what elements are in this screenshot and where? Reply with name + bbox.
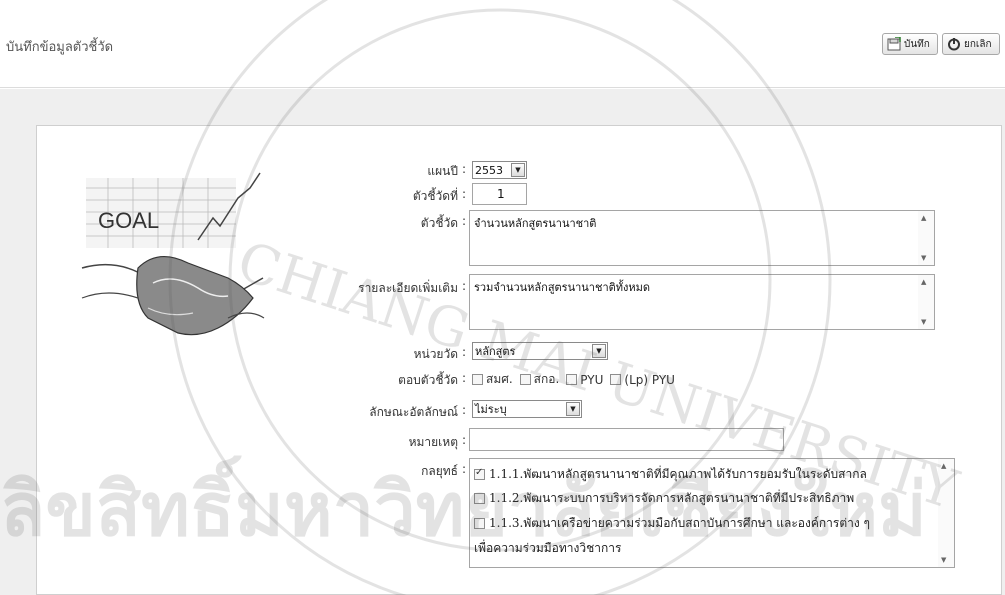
indicator-label: ตัวชี้วัด	[420, 216, 458, 230]
scroll-down-icon[interactable]: ▼	[921, 254, 927, 262]
strategy-label: กลยุทธ์	[421, 464, 458, 478]
chevron-down-icon: ▼	[511, 163, 525, 177]
checkbox-pyu[interactable]	[566, 374, 578, 385]
checkbox-onesqa[interactable]	[472, 374, 483, 385]
plan-year-value: 2553	[475, 163, 503, 177]
strategy-item[interactable]: 1.1.2.พัฒนาระบบการบริหารจัดการหลักสูตรนา…	[474, 489, 854, 508]
scroll-up-icon[interactable]: ▲	[921, 214, 927, 222]
colon: :	[462, 462, 467, 476]
goal-text: GOAL	[98, 208, 159, 233]
details-label: รายละเอียดเพิ่มเติม	[358, 281, 458, 295]
colon: :	[462, 433, 467, 447]
unit-label: หน่วยวัด	[413, 347, 458, 361]
header-bar: บันทึกข้อมูลตัวชี้วัด บันทึก ยกเลิก	[0, 0, 1005, 88]
scrollbar[interactable]: ▲ ▼	[938, 459, 954, 567]
scroll-up-icon[interactable]: ▲	[941, 462, 947, 470]
indicator-no-label: ตัวชี้วัดที่	[412, 189, 458, 203]
plan-year-select[interactable]: 2553 ▼	[472, 161, 527, 179]
strategy-text-continuation: เพื่อความร่วมมือทางวิชาการ	[474, 541, 622, 555]
colon: :	[462, 371, 467, 385]
indicator-value: จำนวนหลักสูตรนานาชาติ	[474, 217, 597, 230]
checkbox-label: สมศ.	[486, 372, 513, 386]
unit-select[interactable]: หลักสูตร ▼	[472, 342, 608, 360]
strategy-item[interactable]: 1.1.3.พัฒนาเครือข่ายความร่วมมือกับสถาบัน…	[474, 514, 870, 533]
chevron-down-icon: ▼	[566, 402, 580, 416]
save-icon	[887, 37, 901, 51]
scrollbar[interactable]: ▲ ▼	[918, 211, 934, 265]
strategy-checkbox[interactable]	[474, 518, 485, 529]
colon: :	[462, 403, 467, 417]
character-select[interactable]: ไม่ระบุ ▼	[472, 400, 582, 418]
colon: :	[462, 162, 467, 176]
strategy-item[interactable]: 1.1.1.พัฒนาหลักสูตรนานาชาติที่มีคุณภาพได…	[474, 465, 867, 484]
cancel-label: ยกเลิก	[964, 38, 992, 50]
checkbox-lp-pyu[interactable]	[610, 374, 622, 385]
indicator-no-input[interactable]: 1	[472, 183, 527, 205]
chevron-down-icon: ▼	[592, 344, 606, 358]
character-value: ไม่ระบุ	[475, 403, 507, 416]
scroll-up-icon[interactable]: ▲	[921, 278, 927, 286]
note-label: หมายเหตุ	[408, 435, 458, 449]
character-label: ลักษณะอัตลักษณ์	[369, 405, 458, 419]
strategy-checkbox[interactable]	[474, 493, 485, 504]
details-value: รวมจำนวนหลักสูตรนานาชาติทั้งหมด	[474, 281, 651, 294]
indicator-textarea[interactable]: จำนวนหลักสูตรนานาชาติ ▲ ▼	[469, 210, 935, 266]
strategy-list[interactable]: 1.1.1.พัฒนาหลักสูตรนานาชาติที่มีคุณภาพได…	[469, 458, 955, 568]
responds-label: ตอบตัวชี้วัด	[398, 373, 458, 387]
scrollbar[interactable]: ▲ ▼	[918, 275, 934, 329]
details-textarea[interactable]: รวมจำนวนหลักสูตรนานาชาติทั้งหมด ▲ ▼	[469, 274, 935, 330]
save-button[interactable]: บันทึก	[882, 33, 938, 55]
cancel-button[interactable]: ยกเลิก	[942, 33, 1000, 55]
checkbox-ohec[interactable]	[519, 374, 531, 385]
goal-handshake-image: GOAL	[81, 172, 265, 336]
scroll-down-icon[interactable]: ▼	[921, 318, 927, 326]
strategy-text: 1.1.3.พัฒนาเครือข่ายความร่วมมือกับสถาบัน…	[489, 516, 870, 530]
checkbox-label: (Lp) PYU	[624, 372, 675, 387]
power-icon	[948, 38, 960, 51]
responds-checkbox-group: สมศ. สกอ. PYU (Lp) PYU	[472, 370, 675, 389]
strategy-checkbox[interactable]	[474, 467, 485, 480]
scroll-down-icon[interactable]: ▼	[941, 556, 947, 564]
checkbox-label: PYU	[580, 372, 604, 387]
strategy-text: 1.1.2.พัฒนาระบบการบริหารจัดการหลักสูตรนา…	[489, 491, 855, 505]
indicator-no-value: 1	[497, 187, 505, 201]
note-input[interactable]	[469, 428, 784, 451]
colon: :	[462, 214, 467, 228]
colon: :	[462, 345, 467, 359]
page-title: บันทึกข้อมูลตัวชี้วัด	[6, 40, 114, 55]
colon: :	[462, 279, 467, 293]
plan-year-label: แผนปี	[427, 164, 458, 178]
colon: :	[462, 187, 467, 201]
strategy-text: 1.1.1.พัฒนาหลักสูตรนานาชาติที่มีคุณภาพได…	[489, 467, 867, 481]
unit-value: หลักสูตร	[475, 345, 516, 358]
save-label: บันทึก	[904, 38, 930, 50]
checkbox-label: สกอ.	[533, 372, 560, 386]
